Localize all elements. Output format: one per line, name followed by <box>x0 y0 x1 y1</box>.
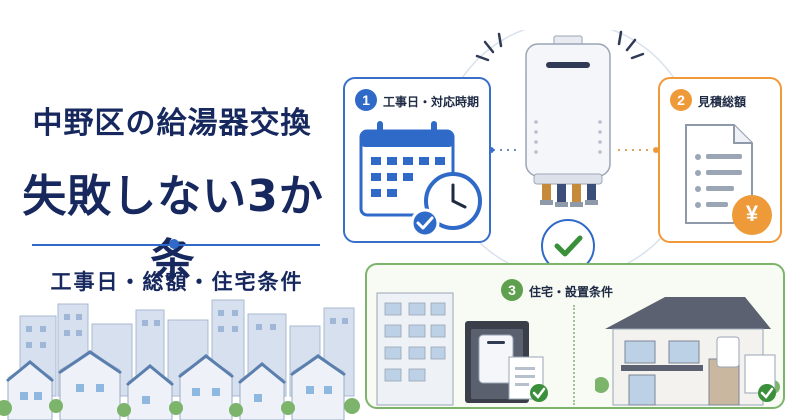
step-number-badge-1: 1 <box>355 89 377 111</box>
check-icon <box>554 235 583 257</box>
step-label-1: 工事日・対応時期 <box>383 95 480 109</box>
step-card-3: 3 住宅・設置条件 <box>365 263 785 409</box>
headline-subtitle: 工事日・総額・住宅条件 <box>50 270 304 294</box>
step-label-3: 住宅・設置条件 <box>529 285 614 299</box>
estimate-document-icon <box>685 124 772 235</box>
yen-icon: ¥ <box>745 201 759 226</box>
calendar-clock-icon <box>359 121 482 238</box>
headline-line1: 中野区の給湯器交換 <box>32 106 312 141</box>
step-number-badge-2: 2 <box>670 89 692 111</box>
house-installation-illustration <box>595 297 780 406</box>
city-skyline-illustration <box>0 299 360 420</box>
step-label-2: 見積総額 <box>698 95 747 109</box>
step-number-badge-3: 3 <box>501 279 523 301</box>
headline-line2: 失敗しない3か条 <box>22 171 324 286</box>
water-heater-illustration <box>525 35 611 207</box>
step-card-1: 1 工事日・対応時期 <box>343 77 491 243</box>
section-divider <box>573 305 575 405</box>
apartment-installation-illustration <box>376 292 548 406</box>
divider-dot <box>169 239 179 249</box>
step-card-2: 2 見積総額 ¥ <box>658 77 782 243</box>
